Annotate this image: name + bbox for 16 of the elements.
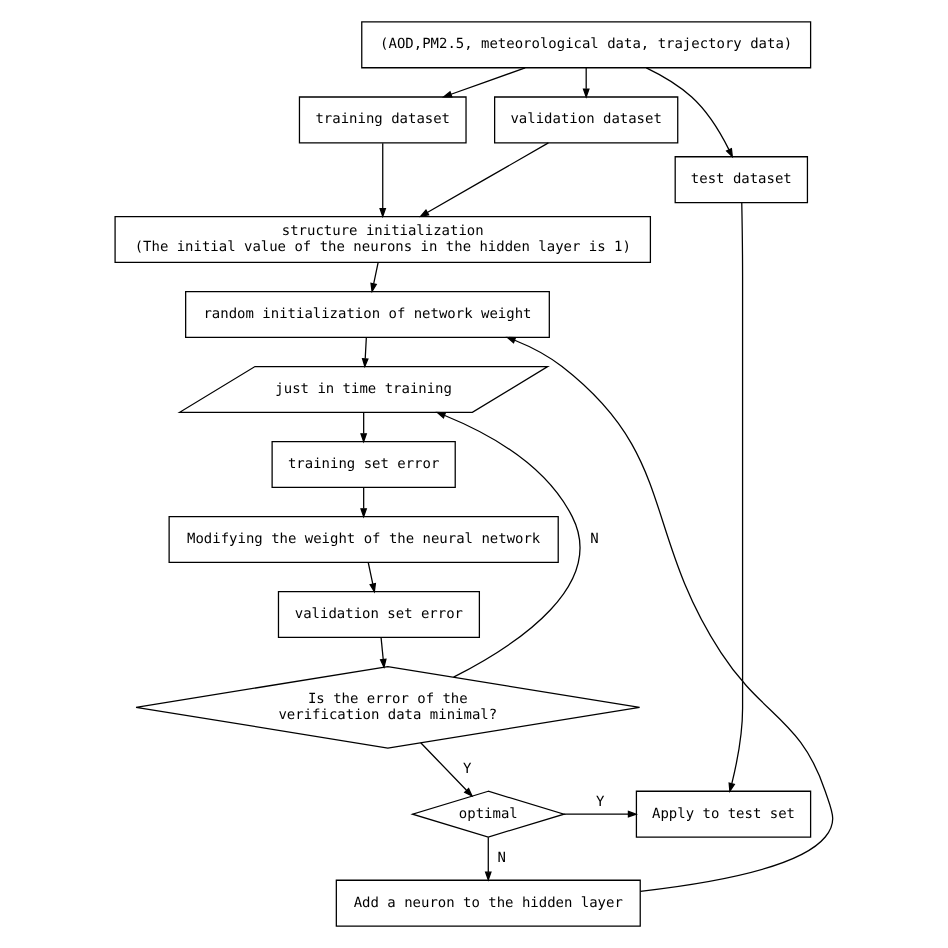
arrow xyxy=(582,67,590,99)
arrow xyxy=(563,810,638,818)
arrow xyxy=(370,261,379,294)
arrow xyxy=(360,411,368,444)
arrow xyxy=(484,836,492,882)
arrow xyxy=(361,336,369,369)
arrow xyxy=(645,67,734,159)
arrow xyxy=(728,202,744,793)
arrow xyxy=(435,411,581,678)
arrow xyxy=(419,142,550,218)
arrow xyxy=(367,561,377,594)
arrow xyxy=(360,486,368,519)
arrow xyxy=(505,336,834,892)
arrow xyxy=(379,142,387,219)
arrow xyxy=(420,742,474,798)
arrow xyxy=(379,637,387,670)
